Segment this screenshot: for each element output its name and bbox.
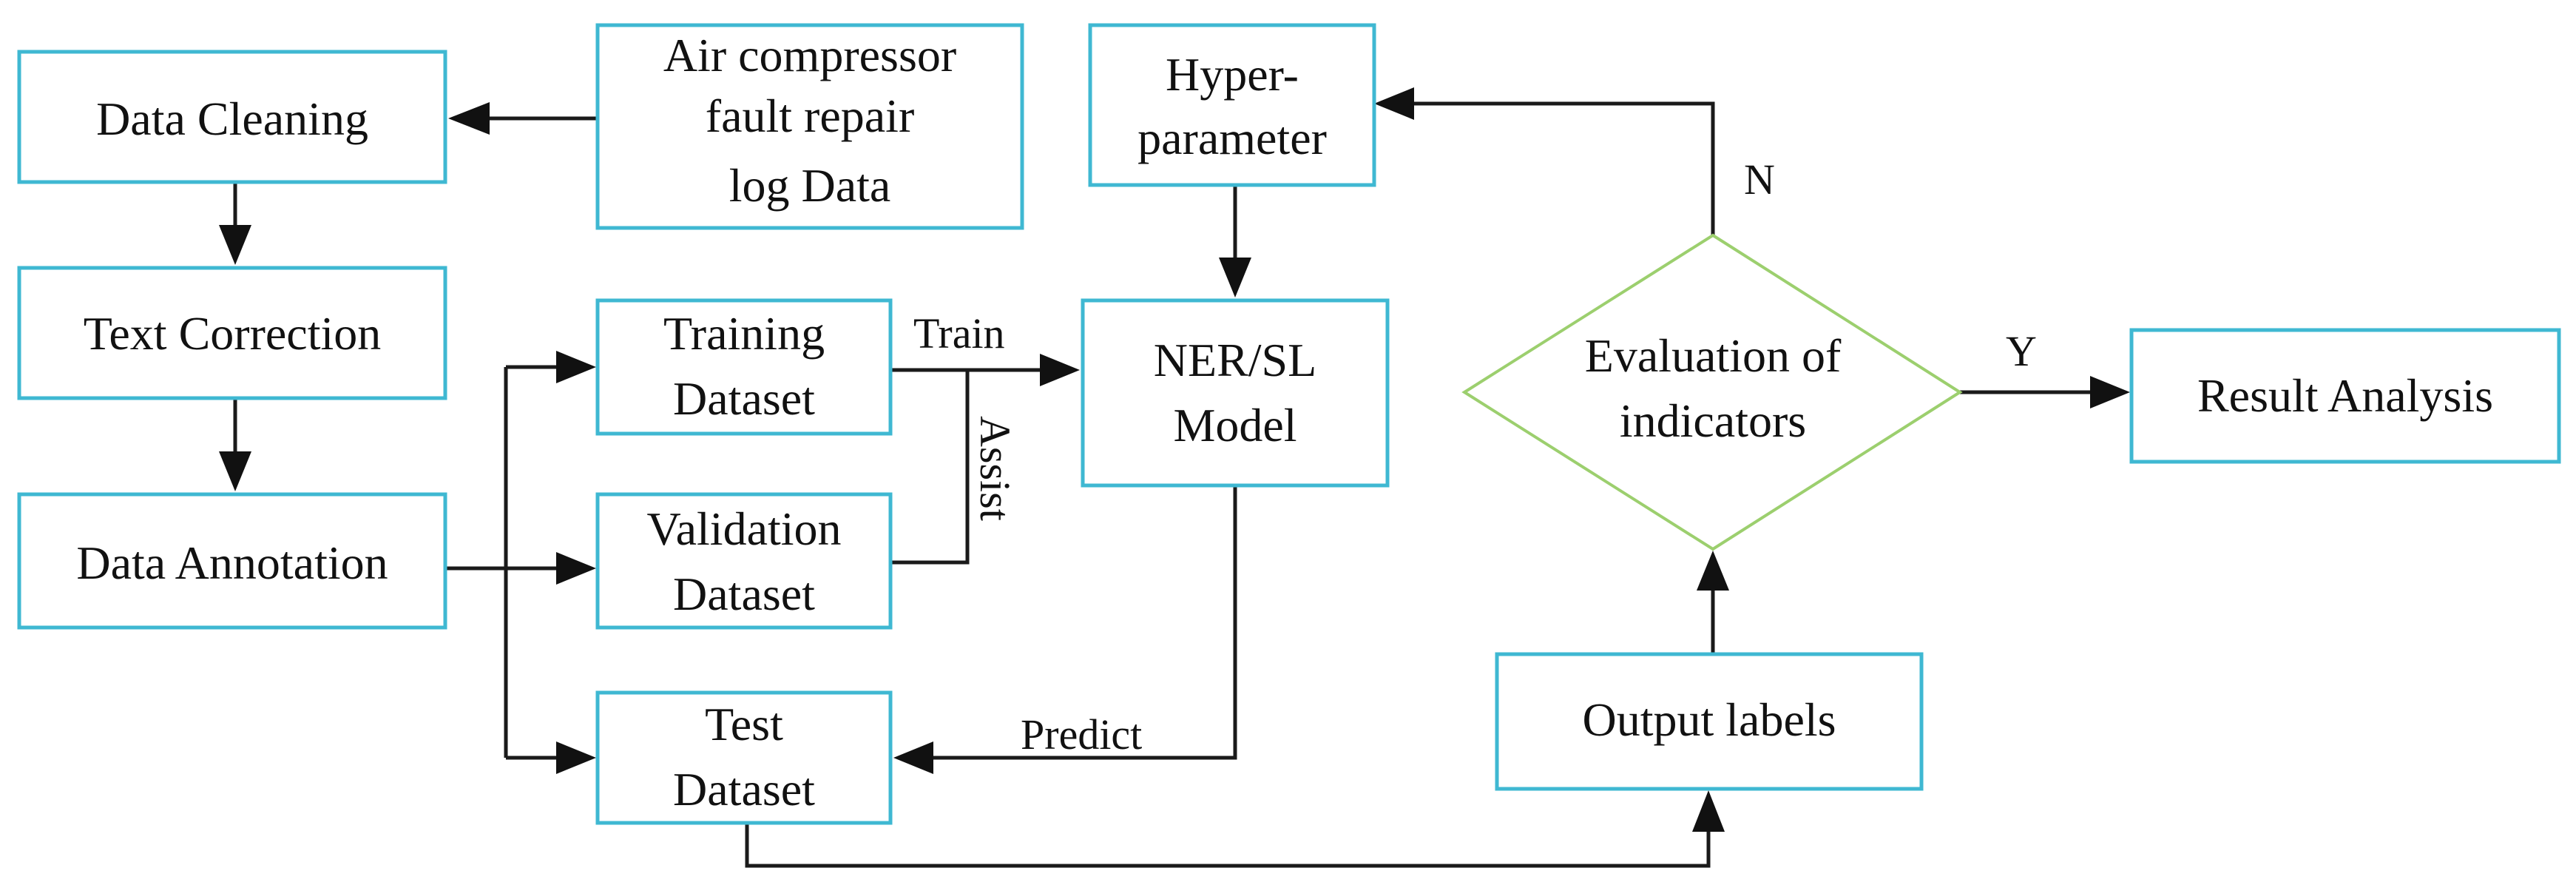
connector-test-to-output [745,823,1711,868]
arrowhead-output [1692,790,1725,832]
arrowhead-result [2090,376,2130,408]
node-air-compressor-log: Air compressor fault repair log Data [595,23,1024,230]
edge-label-train: Train [913,309,1005,357]
arrowhead-correction [219,225,251,265]
arrowhead-model-train [1040,354,1080,386]
node-result-analysis: Result Analysis [2129,328,2561,464]
node-validation-dataset: Validation Dataset [595,492,893,630]
node-test-dataset-line-1: Test [705,698,783,750]
node-hyper-parameter-line-2: parameter [1137,112,1327,164]
arrowhead-test [556,741,596,774]
node-evaluation-line-2: indicators [1620,394,1806,447]
node-output-labels-label: Output labels [1582,693,1836,746]
connector-model-to-test [933,485,1237,760]
arrowhead-training [556,351,596,383]
node-result-analysis-label: Result Analysis [2197,369,2493,422]
node-evaluation-line-1: Evaluation of [1585,329,1842,382]
node-evaluation-of-indicators: Evaluation of indicators [1461,233,1963,551]
node-air-compressor-log-line-1: Air compressor [663,29,956,81]
edge-label-predict: Predict [1021,710,1142,758]
node-validation-dataset-line-1: Validation [646,502,841,555]
edge-label-yes: Y [2006,327,2037,375]
node-data-cleaning: Data Cleaning [17,50,447,184]
edge-label-no: N [1744,155,1775,204]
connectors [219,87,2130,868]
connector-validation-assist [890,370,970,565]
node-hyper-parameter: Hyper- parameter [1088,23,1376,187]
node-data-cleaning-label: Data Cleaning [96,92,368,145]
node-air-compressor-log-line-3: log Data [729,159,891,212]
edge-label-assist: Assist [971,416,1019,521]
node-text-correction-label: Text Correction [84,307,382,360]
node-ner-sl-model-line-2: Model [1173,399,1297,451]
node-training-dataset-line-1: Training [663,307,825,360]
node-ner-sl-model: NER/SL Model [1081,298,1390,488]
edge-labels: Train Assist Predict Y N [913,155,2037,758]
node-air-compressor-log-line-2: fault repair [706,90,915,142]
node-data-annotation-label: Data Annotation [76,536,388,589]
arrowhead-predict [893,741,933,774]
connector-evaluation-to-hyperparameter [1414,101,1715,235]
node-training-dataset-line-2: Dataset [673,372,815,425]
arrowhead-model-hyper [1219,258,1251,297]
node-output-labels: Output labels [1495,652,1924,791]
node-validation-dataset-line-2: Dataset [673,568,815,620]
arrowhead-cleaning [448,102,490,135]
arrowhead-validation [556,552,596,585]
node-hyper-parameter-line-1: Hyper- [1166,48,1299,101]
node-text-correction: Text Correction [17,266,447,400]
arrowhead-hyperparameter [1374,87,1414,120]
node-ner-sl-model-line-1: NER/SL [1154,334,1316,386]
node-training-dataset: Training Dataset [595,298,893,436]
node-test-dataset-line-2: Dataset [673,763,815,815]
arrowhead-evaluation [1697,551,1729,591]
node-test-dataset: Test Dataset [595,690,893,825]
arrowhead-annotation [219,451,251,491]
node-data-annotation: Data Annotation [17,492,447,630]
